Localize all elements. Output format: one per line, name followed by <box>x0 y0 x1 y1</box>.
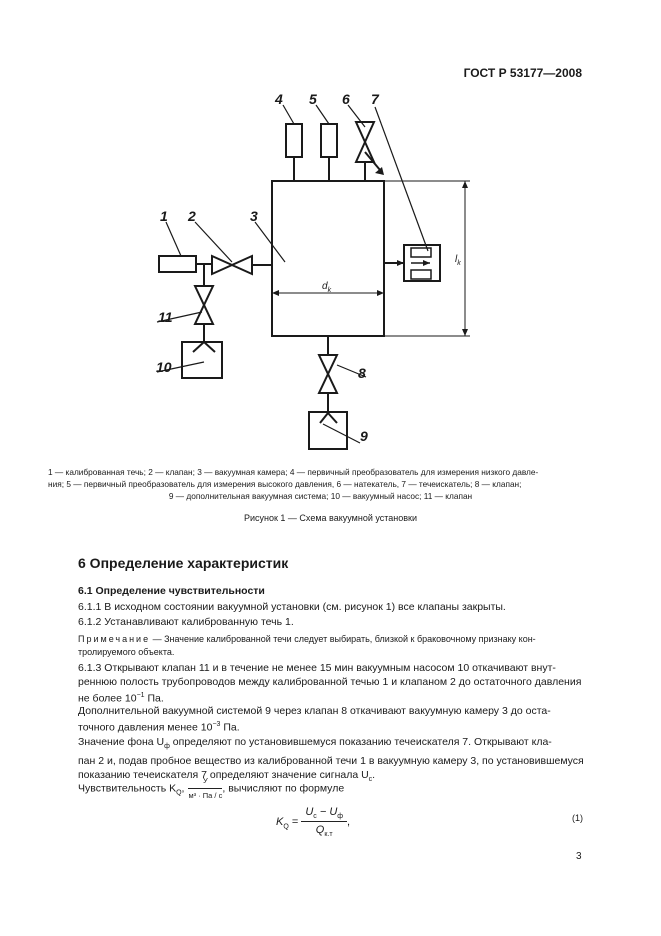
label-1: 1 <box>160 208 168 224</box>
dimension-lk: lk <box>455 254 461 267</box>
formula-1: KQ = Uс − Uф Qк.т , <box>276 806 351 839</box>
vacuum-setup-diagram: 1 2 3 4 5 6 7 8 9 10 11 dk lk <box>156 91 470 450</box>
legend-line: 9 — дополнительная вакуумная система; 10… <box>168 491 473 501</box>
dimension-dk: dk <box>322 281 332 294</box>
label-11: 11 <box>158 309 173 325</box>
section-title: 6 Определение характеристик <box>78 555 289 571</box>
figure-caption: Рисунок 1 — Схема вакуумной установки <box>243 513 417 523</box>
vacuum-chamber <box>271 180 385 337</box>
label-2: 2 <box>187 208 196 224</box>
label-5: 5 <box>309 91 317 107</box>
note: Примечание — Значение калиброванной течи… <box>78 634 536 657</box>
formula-fraction: Uс − Uф Qк.т <box>301 806 348 838</box>
subsection-title: 6.1 Определение чувствительности <box>78 585 265 597</box>
label-7: 7 <box>371 91 380 107</box>
paragraph-6-1-3: 6.1.3 Открывают клапан 11 и в течение не… <box>78 662 582 705</box>
label-4: 4 <box>274 91 283 107</box>
valve-2 <box>211 254 253 276</box>
label-9: 9 <box>360 428 368 444</box>
paragraph-6-1-1: 6.1.1 В исходном состоянии вакуумной уст… <box>78 601 506 613</box>
label-3: 3 <box>250 208 258 224</box>
calibrated-leak <box>158 255 197 273</box>
equation-number: (1) <box>572 813 583 823</box>
leak-valve <box>354 121 381 181</box>
valve-8 <box>317 354 339 394</box>
label-6: 6 <box>342 91 350 107</box>
additional-vacuum-system <box>308 411 348 450</box>
legend-line: 1 — калиброванная течь; 2 — клапан; 3 — … <box>48 467 539 477</box>
paragraph-6-1-2: 6.1.2 Устанавливают калиброванную течь 1… <box>78 616 294 628</box>
document-header: ГОСТ Р 53177—2008 <box>463 66 582 80</box>
vacuum-pump <box>181 341 223 379</box>
figure-legend: 1 — калиброванная течь; 2 — клапан; 3 — … <box>48 466 593 502</box>
label-8: 8 <box>358 365 366 381</box>
valve-11 <box>193 285 215 325</box>
low-pressure-gauge <box>285 123 303 158</box>
page-number: 3 <box>576 851 582 862</box>
high-pressure-gauge <box>320 123 338 158</box>
paragraph-background: Значение фона Uф определяют по установив… <box>78 736 584 784</box>
legend-line: ния; 5 — первичный преобразователь для и… <box>48 479 522 489</box>
label-10: 10 <box>156 359 172 375</box>
paragraph-additional-system: Дополнительной вакуумной системой 9 чере… <box>78 705 551 734</box>
